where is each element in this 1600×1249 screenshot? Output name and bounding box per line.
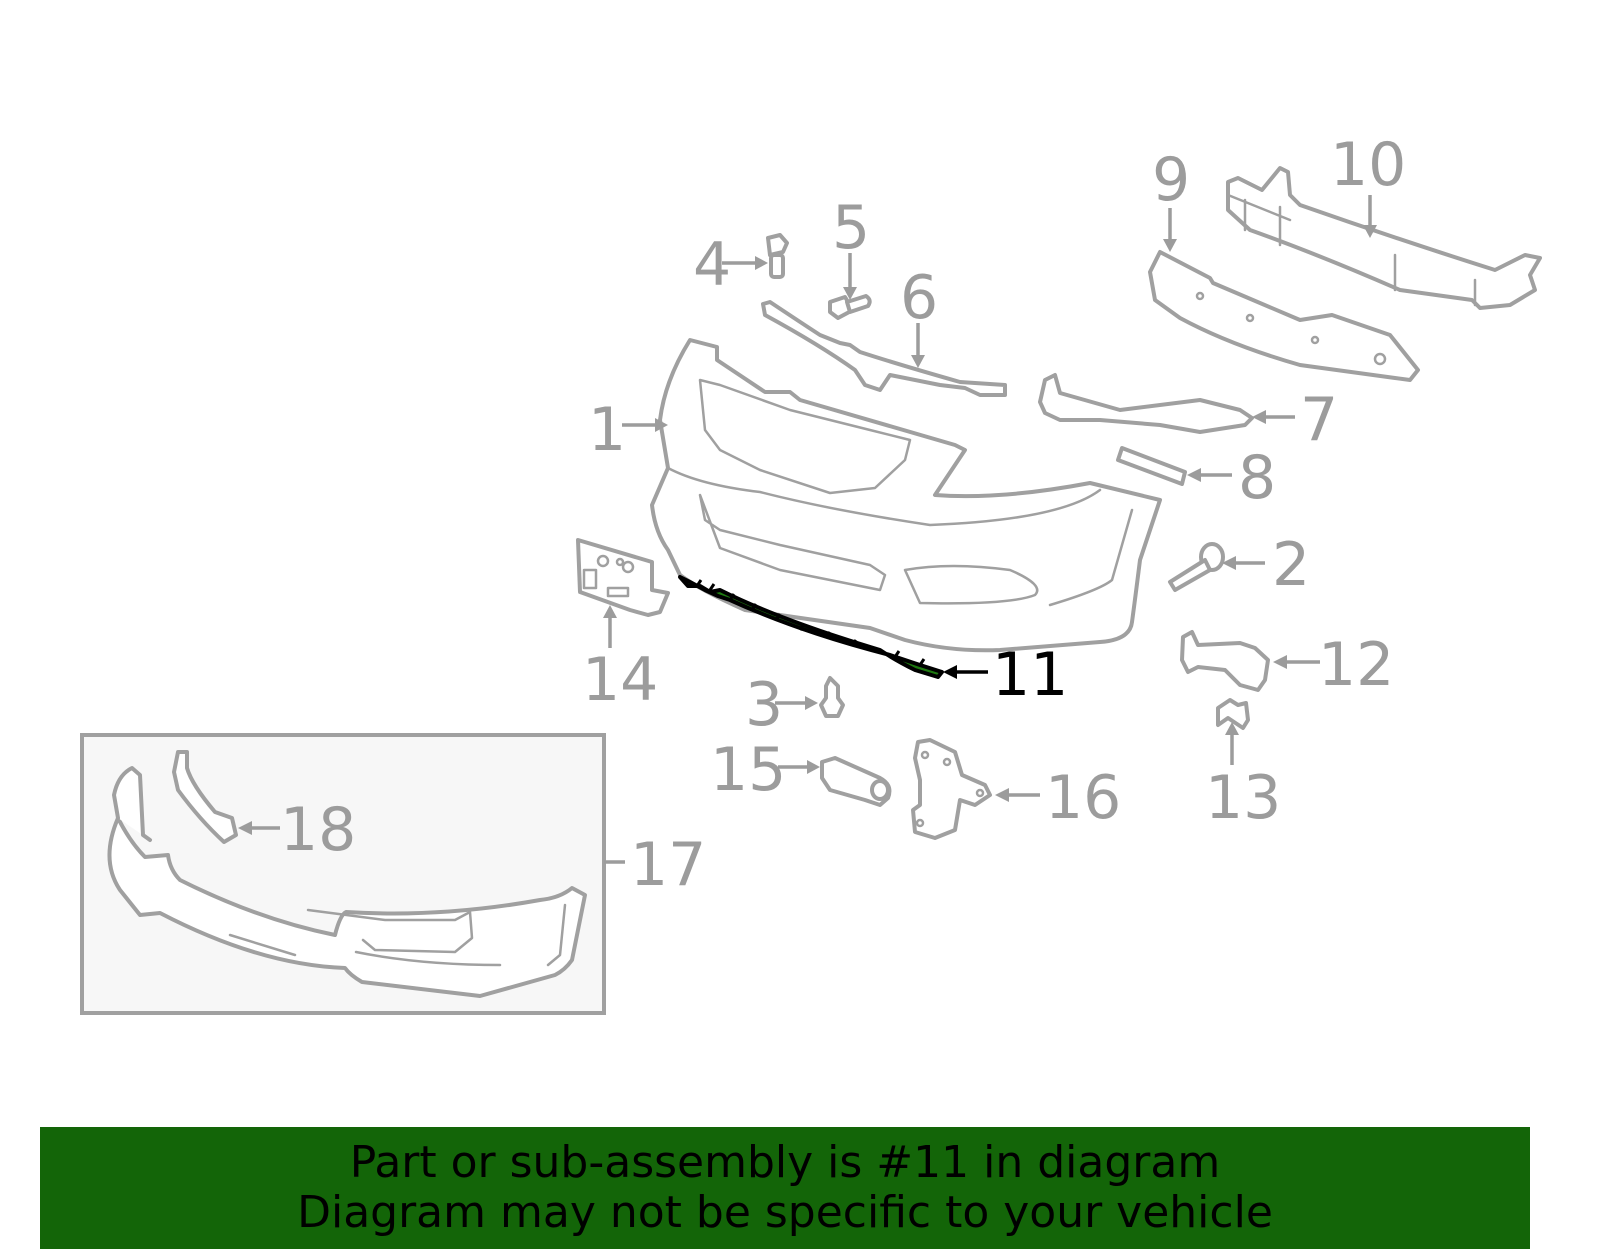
callout-1: 1 bbox=[588, 395, 626, 465]
callout-14: 14 bbox=[582, 645, 658, 715]
info-banner: Part or sub-assembly is #11 in diagram D… bbox=[40, 1127, 1530, 1249]
callout-18: 18 bbox=[280, 795, 356, 865]
part-11-lower-molding-highlighted[interactable] bbox=[678, 575, 944, 679]
banner-line-disclaimer: Diagram may not be specific to your vehi… bbox=[297, 1187, 1273, 1238]
part-2-screw[interactable] bbox=[1168, 542, 1225, 592]
callout-17: 17 bbox=[630, 830, 706, 900]
part-12-side-spacer[interactable] bbox=[1180, 630, 1270, 692]
part-8-spacer[interactable] bbox=[1116, 446, 1187, 486]
part-10-reinforcement-bar[interactable] bbox=[1226, 166, 1542, 310]
callout-16: 16 bbox=[1045, 763, 1121, 833]
leader-lines bbox=[238, 195, 1377, 864]
part-14-license-bracket[interactable] bbox=[576, 538, 670, 617]
callout-6: 6 bbox=[900, 263, 938, 333]
callout-labels: 1 2 3 4 5 6 7 8 9 10 11 12 13 14 15 16 1… bbox=[280, 130, 1406, 900]
callout-15: 15 bbox=[710, 735, 786, 805]
part-3-clip[interactable] bbox=[819, 676, 845, 718]
part-18-side-trim[interactable] bbox=[172, 750, 238, 844]
part-5-bolt[interactable] bbox=[828, 294, 872, 320]
part-16-mounting-bracket[interactable] bbox=[911, 738, 992, 840]
callout-4: 4 bbox=[693, 230, 731, 300]
callout-7: 7 bbox=[1300, 385, 1338, 455]
part-15-sensor[interactable] bbox=[820, 756, 892, 807]
callout-5: 5 bbox=[832, 193, 870, 263]
part-13-retainer-clip[interactable] bbox=[1216, 698, 1250, 730]
banner-line-part-number: Part or sub-assembly is #11 in diagram bbox=[349, 1137, 1221, 1188]
part-9-energy-absorber[interactable] bbox=[1148, 250, 1420, 382]
part-1-bumper-cover[interactable] bbox=[650, 338, 1162, 653]
callout-9: 9 bbox=[1152, 145, 1190, 215]
callout-3: 3 bbox=[745, 670, 783, 740]
callout-2: 2 bbox=[1272, 530, 1310, 600]
callout-13: 13 bbox=[1205, 763, 1281, 833]
callout-11-highlighted: 11 bbox=[992, 640, 1068, 710]
callout-8: 8 bbox=[1238, 443, 1276, 513]
part-4-bolt[interactable] bbox=[766, 233, 789, 279]
callout-10: 10 bbox=[1330, 130, 1406, 200]
part-7-side-bracket[interactable] bbox=[1038, 373, 1254, 434]
part-17-spoiler[interactable] bbox=[107, 766, 587, 998]
part-6-upper-bracket[interactable] bbox=[761, 300, 1007, 397]
callout-12: 12 bbox=[1318, 630, 1394, 700]
